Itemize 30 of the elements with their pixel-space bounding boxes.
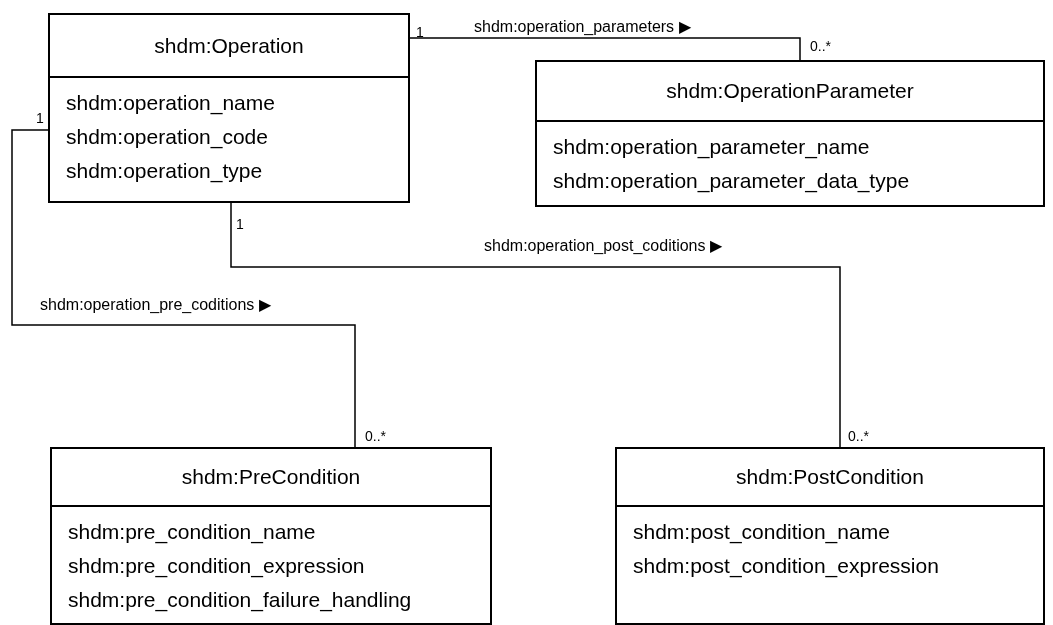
- class-name: shdm:PostCondition: [736, 464, 924, 491]
- association-line: [11, 129, 356, 448]
- edge-label: shdm:operation_parameters ▶: [472, 18, 693, 36]
- attribute-text: shdm:pre_condition_expression: [68, 553, 365, 580]
- multiplicity-label: 1: [236, 216, 244, 232]
- class-box: [535, 60, 1045, 207]
- edge-label: shdm:operation_pre_coditions ▶: [38, 296, 273, 314]
- attribute-text: shdm:operation_parameter_name: [553, 134, 870, 161]
- attribute-text: shdm:operation_type: [66, 158, 263, 185]
- class-box: [50, 447, 492, 625]
- edge-label: shdm:operation_post_coditions ▶: [482, 237, 724, 255]
- class-name: shdm:PreCondition: [181, 464, 361, 491]
- class-box: [615, 447, 1045, 625]
- class-name: shdm:Operation: [154, 32, 304, 59]
- attribute-text: shdm:pre_condition_failure_handling: [68, 587, 412, 614]
- multiplicity-label: 1: [416, 24, 424, 40]
- multiplicity-label: 1: [36, 110, 44, 126]
- attribute-text: shdm:operation_name: [66, 90, 275, 117]
- multiplicity-label: 0..*: [848, 428, 869, 444]
- attribute-text: shdm:operation_code: [66, 124, 268, 151]
- attribute-text: shdm:post_condition_expression: [633, 553, 939, 580]
- multiplicity-label: 0..*: [365, 428, 386, 444]
- association-line: [230, 202, 841, 448]
- class-box: [48, 13, 410, 203]
- multiplicity-label: 0..*: [810, 38, 831, 54]
- association-line: [409, 37, 801, 61]
- attribute-text: shdm:operation_parameter_data_type: [553, 168, 910, 195]
- attribute-text: shdm:post_condition_name: [633, 519, 890, 546]
- class-name: shdm:OperationParameter: [666, 78, 914, 105]
- attribute-text: shdm:pre_condition_name: [68, 519, 316, 546]
